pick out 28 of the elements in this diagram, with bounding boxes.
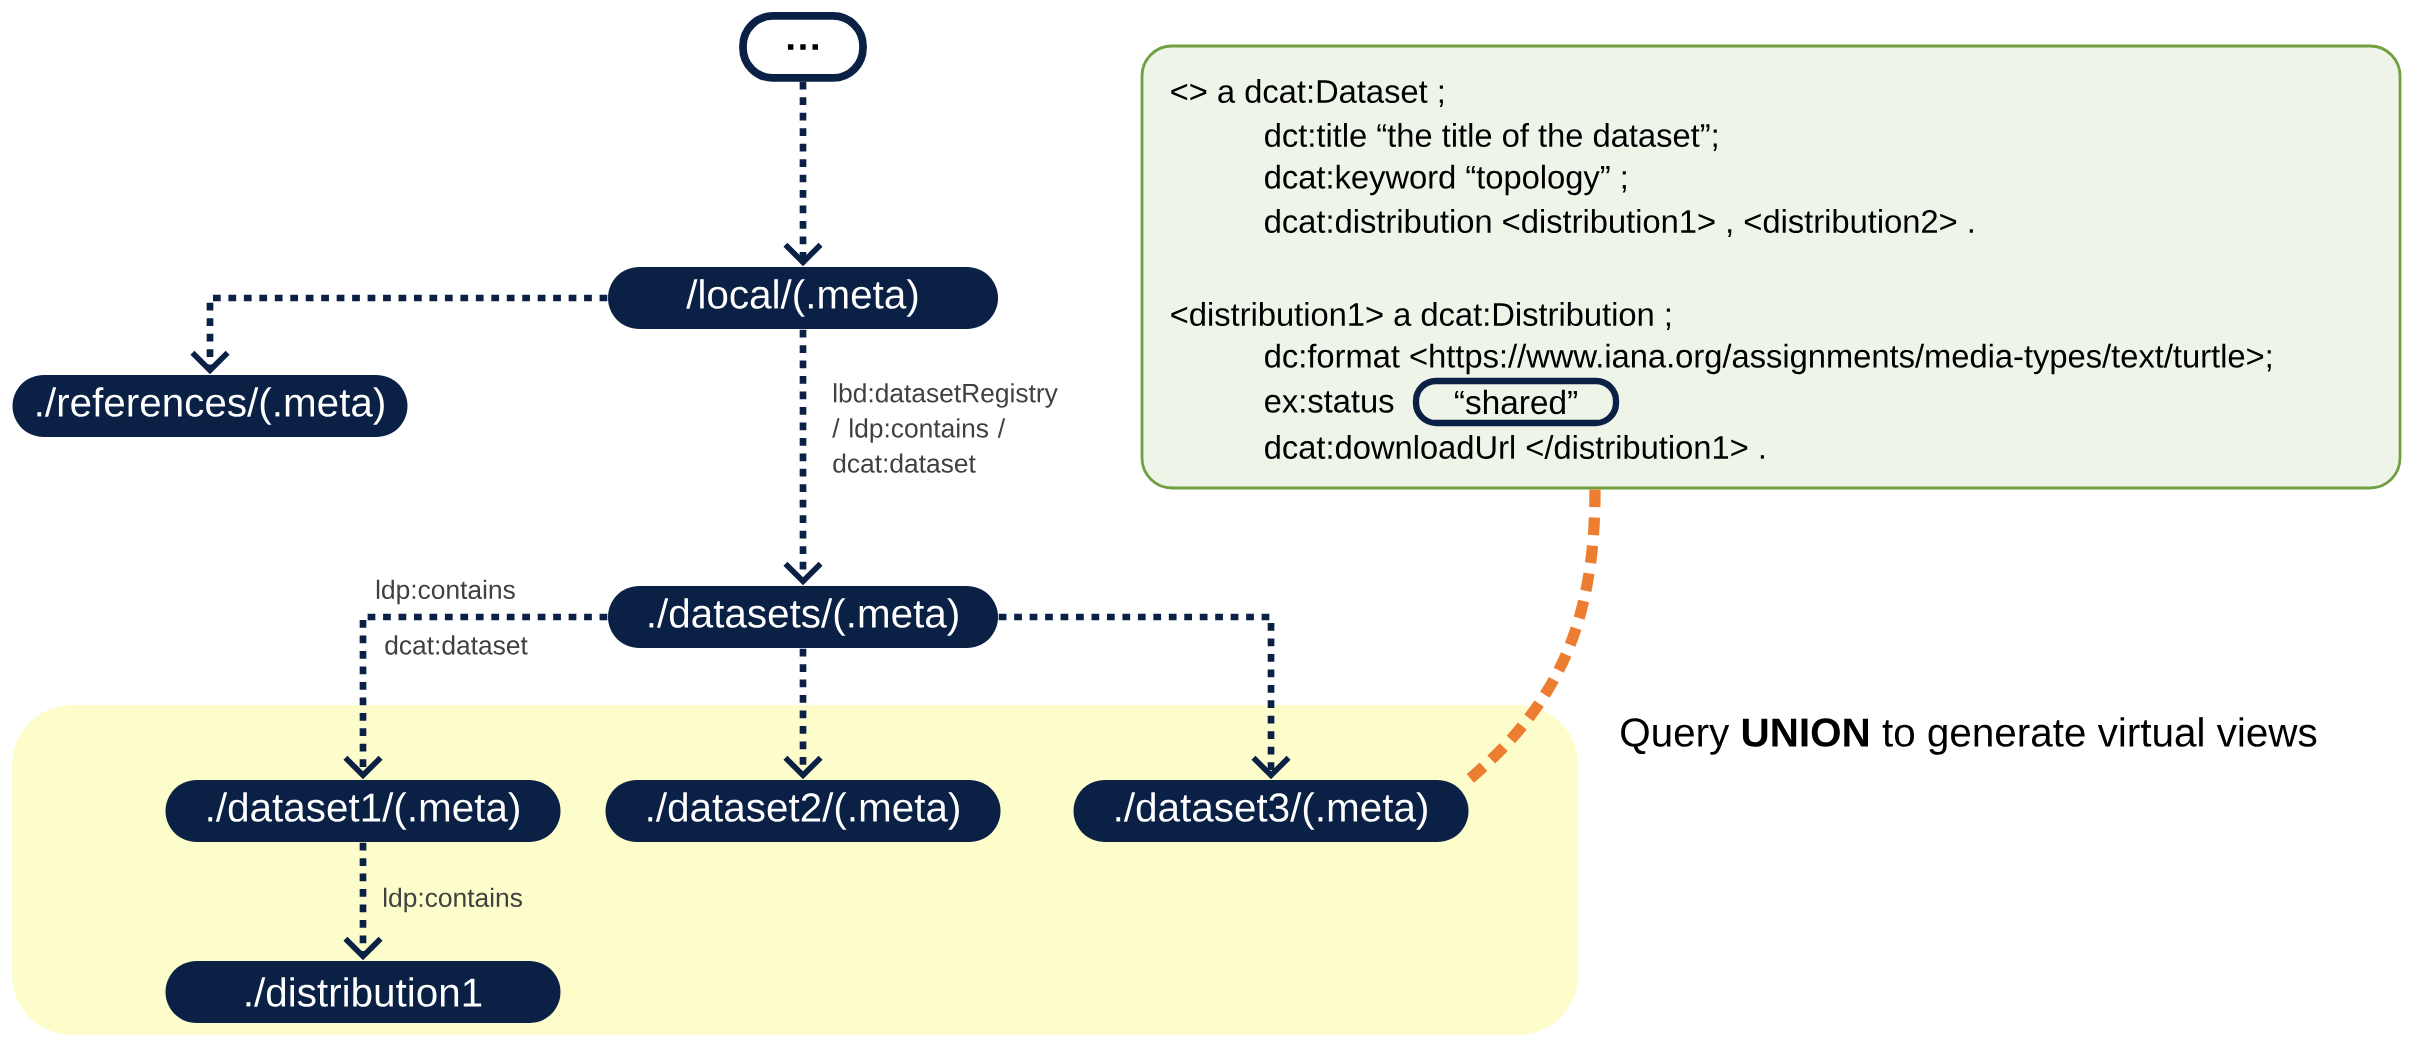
arrow	[783, 81, 823, 267]
code-line: dct:title “the title of the dataset”;	[1265, 123, 1717, 151]
arrow	[343, 842, 383, 961]
edge-label: ldp:contains	[376, 579, 515, 605]
start-box: …	[739, 12, 867, 82]
caption-text: Query UNION to generate virtual views	[1621, 717, 2317, 755]
code-line: dc:format <https://www.iana.org/assignments/media-types/text/turtle>;	[1265, 343, 2271, 375]
code-line: dcat:distribution <distribution1> , <distribution2> .	[1265, 209, 1973, 237]
arrow	[343, 613, 608, 780]
folder-box: ./dataset1/(.meta)	[165, 780, 561, 842]
arrow	[998, 613, 1291, 780]
folder-box: ./datasets/(.meta)	[608, 586, 998, 648]
code-line: dcat:keyword “topology” ;	[1265, 164, 1626, 196]
folder-box: ./distribution1	[165, 961, 561, 1023]
arrow	[783, 329, 823, 586]
code-line: <distribution1> a dcat:Distribution ;	[1171, 302, 1670, 330]
arrow	[783, 648, 823, 780]
code-line: dcat:downloadUrl </distribution1> .	[1265, 434, 1764, 459]
folder-box: ./dataset2/(.meta)	[605, 780, 1001, 842]
folder-box: ./dataset3/(.meta)	[1073, 780, 1469, 842]
edge-label: ldp:contains	[384, 887, 522, 913]
text-label: dcat:dataset	[385, 635, 528, 655]
code-line: ex:status	[1265, 391, 1394, 413]
edge-label: lbd:datasetRegistry / ldp:contains / dcat:dataset	[832, 383, 1058, 473]
folder-box: /local/(.meta)	[608, 267, 998, 329]
code-line: <> a dcat:Dataset ;	[1171, 79, 1443, 107]
arrow	[190, 294, 608, 375]
folder-box: ./references/(.meta)	[12, 375, 408, 437]
